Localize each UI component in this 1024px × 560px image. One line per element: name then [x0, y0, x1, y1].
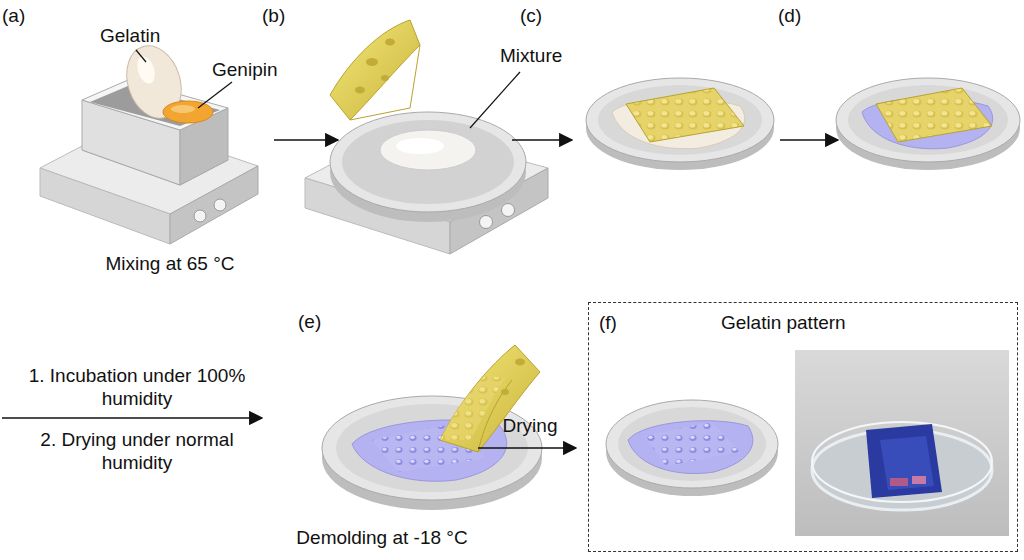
illustration-part — [194, 210, 206, 222]
illustration-part — [836, 78, 1020, 162]
illustration-part — [890, 478, 908, 486]
step-caption: 2. Drying under normal humidity — [22, 428, 252, 474]
illustration-part — [274, 139, 338, 141]
illustration-part — [812, 422, 992, 502]
illustration-part — [380, 130, 476, 170]
illustration-part — [198, 82, 232, 108]
illustration-part — [40, 168, 170, 244]
dish-f — [606, 400, 778, 496]
callout-label: Mixture — [500, 44, 590, 67]
illustration-part — [598, 85, 762, 155]
panel-letter: (f) — [599, 311, 617, 334]
illustration-part — [586, 78, 774, 162]
illustration-part — [780, 139, 838, 141]
illustration-part — [628, 421, 753, 474]
illustration-part — [470, 72, 520, 128]
photo — [795, 350, 1009, 536]
illustration-part — [512, 139, 572, 141]
panel-title: Gelatin pattern — [721, 311, 846, 334]
illustration-part — [644, 422, 740, 466]
panel-letter: (a) — [2, 4, 42, 27]
illustration-part — [350, 45, 420, 120]
dashed-panel: (f) Gelatin pattern — [588, 302, 1018, 552]
step-caption: Demolding at -18 °C — [262, 526, 502, 549]
illustration-part — [381, 75, 389, 81]
illustration-part — [515, 359, 525, 366]
illustration-part — [812, 430, 992, 510]
illustration-part — [134, 54, 158, 86]
illustration-part — [912, 476, 926, 484]
illustration-part — [385, 39, 395, 46]
callout-label: Genipin — [212, 58, 302, 81]
panel-letter: (b) — [262, 4, 302, 27]
illustration-part — [396, 138, 444, 154]
panel-letter: (d) — [778, 4, 818, 27]
illustration-part — [355, 87, 365, 94]
step-caption: 1. Incubation under 100% humidity — [22, 364, 252, 410]
arrow-label: Drying — [480, 414, 580, 437]
step-caption: Mixing at 65 °C — [70, 252, 270, 275]
illustration-part — [502, 204, 515, 217]
illustration-part — [171, 105, 195, 113]
illustration-part — [866, 424, 942, 498]
panel-letter: (c) — [520, 4, 560, 27]
illustration-part — [501, 389, 509, 395]
illustration-part — [618, 407, 766, 481]
illustration-part — [880, 436, 934, 490]
illustration-part — [478, 447, 576, 449]
dish-d — [836, 78, 1020, 170]
illustration-part — [480, 216, 493, 229]
illustration-part — [136, 50, 146, 62]
illustration-part — [848, 85, 1008, 155]
illustration-part — [2, 417, 262, 419]
illustration-part — [342, 120, 514, 204]
illustration-part — [606, 400, 778, 488]
illustration-part — [440, 376, 505, 440]
illustration-part — [366, 58, 378, 66]
illustration-part — [876, 88, 992, 142]
illustration-part — [330, 112, 526, 212]
illustration-part — [330, 20, 420, 120]
callout-label: Gelatin — [100, 24, 190, 47]
illustration-part — [626, 88, 744, 142]
illustration-part — [214, 199, 226, 211]
dish-c — [586, 78, 774, 170]
illustration-part — [795, 350, 1009, 536]
panel-letter: (e) — [298, 310, 338, 333]
illustration-part — [163, 101, 213, 123]
